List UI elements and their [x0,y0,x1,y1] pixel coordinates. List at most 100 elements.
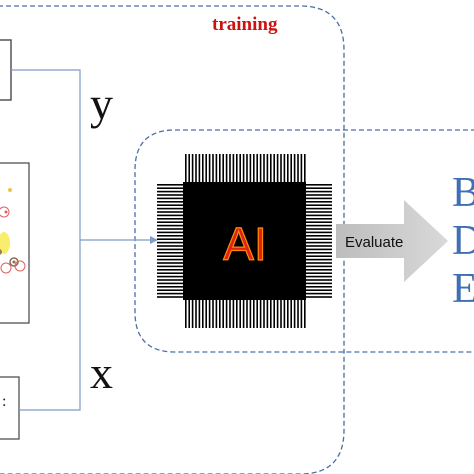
chip-pin-top [266,154,269,182]
chip-pin-left [157,235,183,237]
chip-pin-bottom [304,300,306,328]
chip-pin-left [157,296,183,298]
chip-pin-bottom [236,300,238,328]
chip-pin-left [157,282,183,285]
chip-pin-left [157,255,183,257]
chip-pin-top [236,154,238,182]
chip-pin-left [157,221,183,223]
chip-pin-left [157,214,183,217]
chip-pin-top [232,154,235,182]
chip-pin-bottom [256,300,258,328]
chip-pin-bottom [293,300,296,328]
chip-pin-top [198,154,201,182]
chip-pin-left [157,201,183,203]
chip-pin-top [304,154,306,182]
chip-pin-top [202,154,204,182]
chip-pin-left [157,224,183,227]
chip-pin-bottom [232,300,235,328]
chip-pin-bottom [300,300,303,328]
chip-pin-bottom [266,300,269,328]
chip-pin-left [157,286,183,288]
chip-pin-top [212,154,214,182]
chip-pin-bottom [229,300,231,328]
chip-pin-top [263,154,265,182]
chip-pin-left [157,269,183,271]
chip-pin-top [229,154,231,182]
chip-pin-right [306,286,332,288]
chip-pin-right [306,289,332,291]
chip-pin-top [249,154,252,182]
chip-pin-right [306,296,332,298]
chip-pin-left [157,207,183,210]
chip-pin-bottom [208,300,211,328]
chip-pin-bottom [195,300,197,328]
chip-pin-top [188,154,190,182]
chip-pin-right [306,197,332,200]
chip-pin-right [306,241,332,244]
chip-pin-right [306,194,332,196]
chip-pin-left [157,211,183,213]
evaluation-boundary [134,129,474,353]
chip-pin-bottom [188,300,190,328]
chip-pin-right [306,282,332,285]
chip-pin-left [157,238,183,240]
chip-pin-bottom [290,300,292,328]
chip-pin-right [306,269,332,271]
label-x: x [90,347,113,398]
chip-pin-right [306,184,332,186]
chip-pin-bottom [270,300,272,328]
connector-arrowhead [150,236,158,244]
ai-chip-label: AI [223,218,266,270]
chip-pin-bottom [185,300,187,328]
chip-pin-bottom [222,300,224,328]
chip-pin-bottom [239,300,241,328]
chip-pin-top [222,154,224,182]
connector-lines [11,69,152,411]
chip-pin-top [246,154,248,182]
chip-pin-right [306,258,332,261]
right-letter-3: E [452,266,474,312]
chip-pin-top [293,154,296,182]
chip-pin-top [256,154,258,182]
chip-pin-left [157,241,183,244]
chip-pin-bottom [212,300,214,328]
chip-pin-top [280,154,282,182]
chip-pin-right [306,228,332,230]
label-y: y [90,78,113,129]
chip-pin-left [157,275,183,278]
chip-pin-left [157,258,183,261]
chip-pin-right [306,207,332,210]
chip-pin-left [157,279,183,281]
chip-pin-bottom [191,300,194,328]
chip-pin-right [306,190,332,193]
chip-pin-right [306,218,332,220]
chip-pin-left [157,248,183,251]
chip-pin-right [306,201,332,203]
chip-pin-bottom [225,300,228,328]
chip-pin-top [300,154,303,182]
chip-pin-right [306,224,332,227]
chip-pin-right [306,187,332,189]
chip-pin-bottom [287,300,289,328]
chip-pin-left [157,252,183,254]
chip-pin-top [290,154,292,182]
chip-pin-left [157,272,183,274]
chip-pin-bottom [215,300,218,328]
chip-pin-left [157,265,183,268]
training-label: training [212,14,278,35]
chip-pin-bottom [219,300,221,328]
chip-pin-bottom [297,300,299,328]
chip-pin-right [306,248,332,251]
chip-pin-left [157,194,183,196]
chip-pin-bottom [273,300,275,328]
chip-pin-bottom [280,300,282,328]
chip-pin-right [306,231,332,234]
chip-pin-top [219,154,221,182]
input-box-top [0,39,12,101]
chip-pin-top [242,154,245,182]
chip-pin-bottom [253,300,255,328]
chip-pin-bottom [249,300,252,328]
chip-pin-top [276,154,279,182]
chip-pin-left [157,218,183,220]
chip-pin-right [306,211,332,213]
